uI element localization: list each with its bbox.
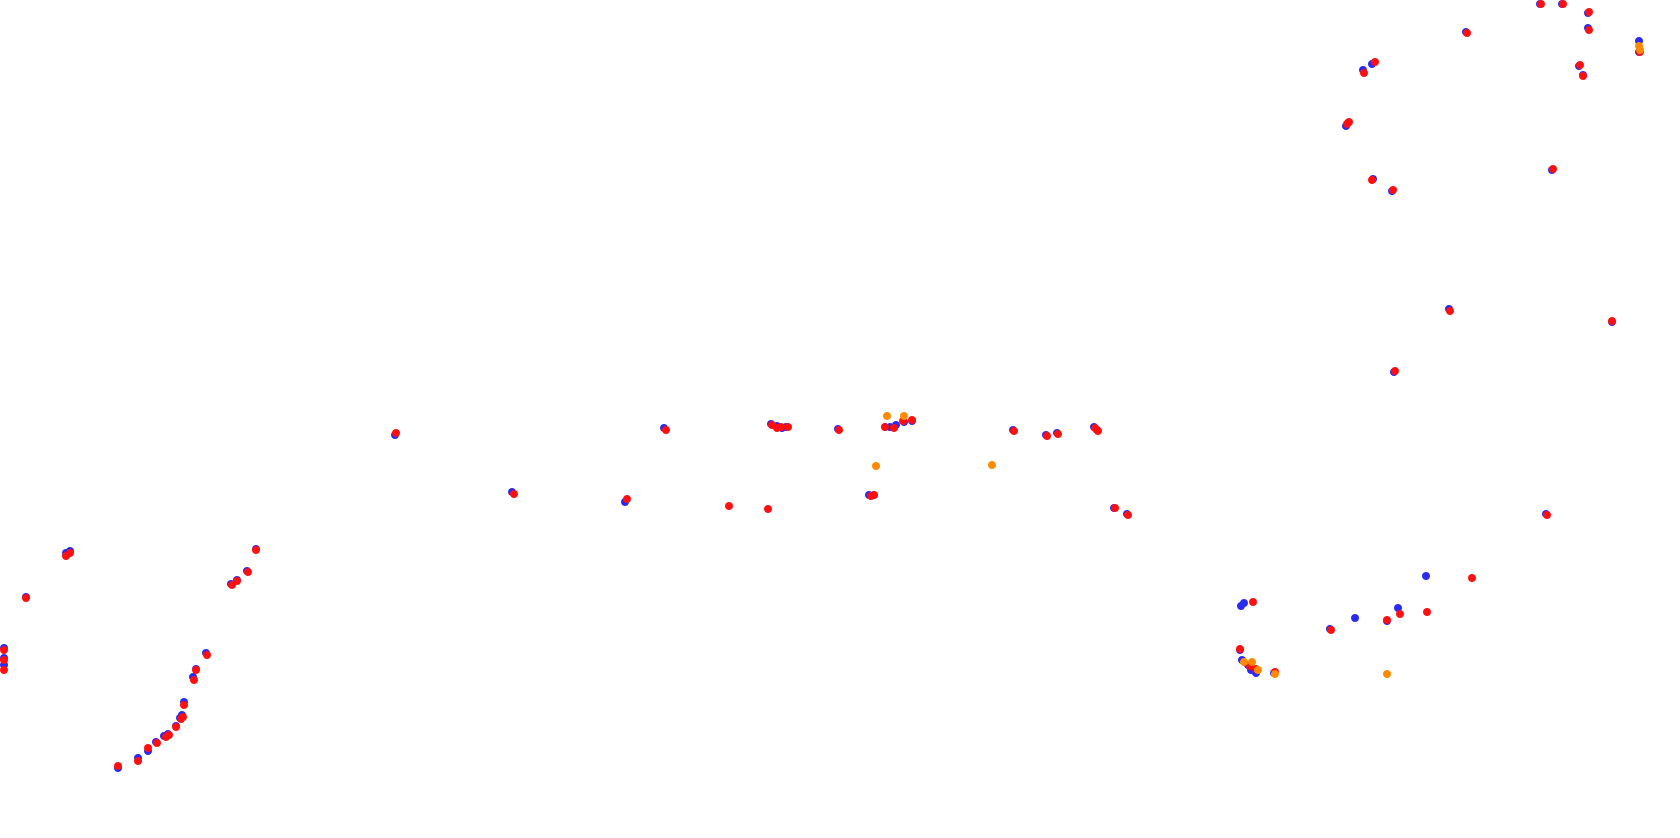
data-point-red [1043, 432, 1051, 440]
data-point-orange [1636, 46, 1644, 54]
data-point-red [1345, 118, 1353, 126]
data-point-red [1537, 0, 1545, 8]
data-point-red [1236, 645, 1244, 653]
data-point-red [22, 594, 30, 602]
data-point-red [1423, 608, 1431, 616]
data-point-red [1549, 165, 1557, 173]
data-point-orange [1254, 666, 1262, 674]
data-point-red [784, 423, 792, 431]
data-point-red [1383, 616, 1391, 624]
data-point-red [835, 426, 843, 434]
data-point-red [392, 429, 400, 437]
data-point-red [180, 701, 188, 709]
data-point-blue [1351, 614, 1359, 622]
data-point-red [1389, 186, 1397, 194]
data-point-orange [1271, 670, 1279, 678]
data-point-red [908, 416, 916, 424]
data-point-red [153, 739, 161, 747]
data-point-orange [883, 412, 891, 420]
data-point-red [1608, 317, 1616, 325]
data-point-red [1559, 0, 1567, 8]
data-point-red [1371, 58, 1379, 66]
data-point-red [1585, 8, 1593, 16]
data-point-red [777, 423, 785, 431]
data-point-red [881, 423, 889, 431]
data-point-red [1446, 307, 1454, 315]
data-point-orange [1240, 658, 1248, 666]
data-point-red [1010, 427, 1018, 435]
data-point-red [1396, 610, 1404, 618]
data-point-red [1094, 427, 1102, 435]
data-point-red [203, 651, 211, 659]
data-point-red [1543, 511, 1551, 519]
data-point-red [1463, 29, 1471, 37]
data-point-red [1391, 367, 1399, 375]
data-point-red [134, 757, 142, 765]
data-point-orange [1248, 658, 1256, 666]
data-point-red [623, 495, 631, 503]
data-point-red [252, 546, 260, 554]
data-point-red [1360, 69, 1368, 77]
data-point-red [1576, 61, 1584, 69]
data-point-red [172, 723, 180, 731]
data-points-layer [0, 0, 1644, 772]
data-point-blue [1240, 599, 1248, 607]
data-point-red [0, 666, 8, 674]
data-point-red [190, 676, 198, 684]
data-point-red [510, 490, 518, 498]
data-point-red [233, 577, 241, 585]
data-point-red [144, 744, 152, 752]
data-point-red [1249, 598, 1257, 606]
data-point-red [764, 505, 772, 513]
series-red [0, 0, 1644, 770]
data-point-red [1124, 511, 1132, 519]
data-point-red [1327, 626, 1335, 634]
series-orange [872, 42, 1644, 678]
data-point-red [870, 491, 878, 499]
data-point-red [165, 731, 173, 739]
data-point-red [890, 424, 898, 432]
data-point-red [0, 656, 8, 664]
data-point-orange [988, 461, 996, 469]
data-point-orange [872, 462, 880, 470]
data-point-orange [900, 412, 908, 420]
data-point-red [725, 502, 733, 510]
data-point-red [114, 762, 122, 770]
data-point-red [1579, 72, 1587, 80]
data-point-red [662, 426, 670, 434]
data-point-red [66, 549, 74, 557]
data-point-red [1111, 504, 1119, 512]
data-point-blue [1422, 572, 1430, 580]
data-point-red [1468, 574, 1476, 582]
data-point-red [179, 713, 187, 721]
data-point-orange [1383, 670, 1391, 678]
data-point-red [1054, 430, 1062, 438]
data-point-red [192, 666, 200, 674]
data-point-red [0, 646, 8, 654]
data-point-red [1585, 26, 1593, 34]
data-point-red [244, 568, 252, 576]
data-point-red [1368, 176, 1376, 184]
